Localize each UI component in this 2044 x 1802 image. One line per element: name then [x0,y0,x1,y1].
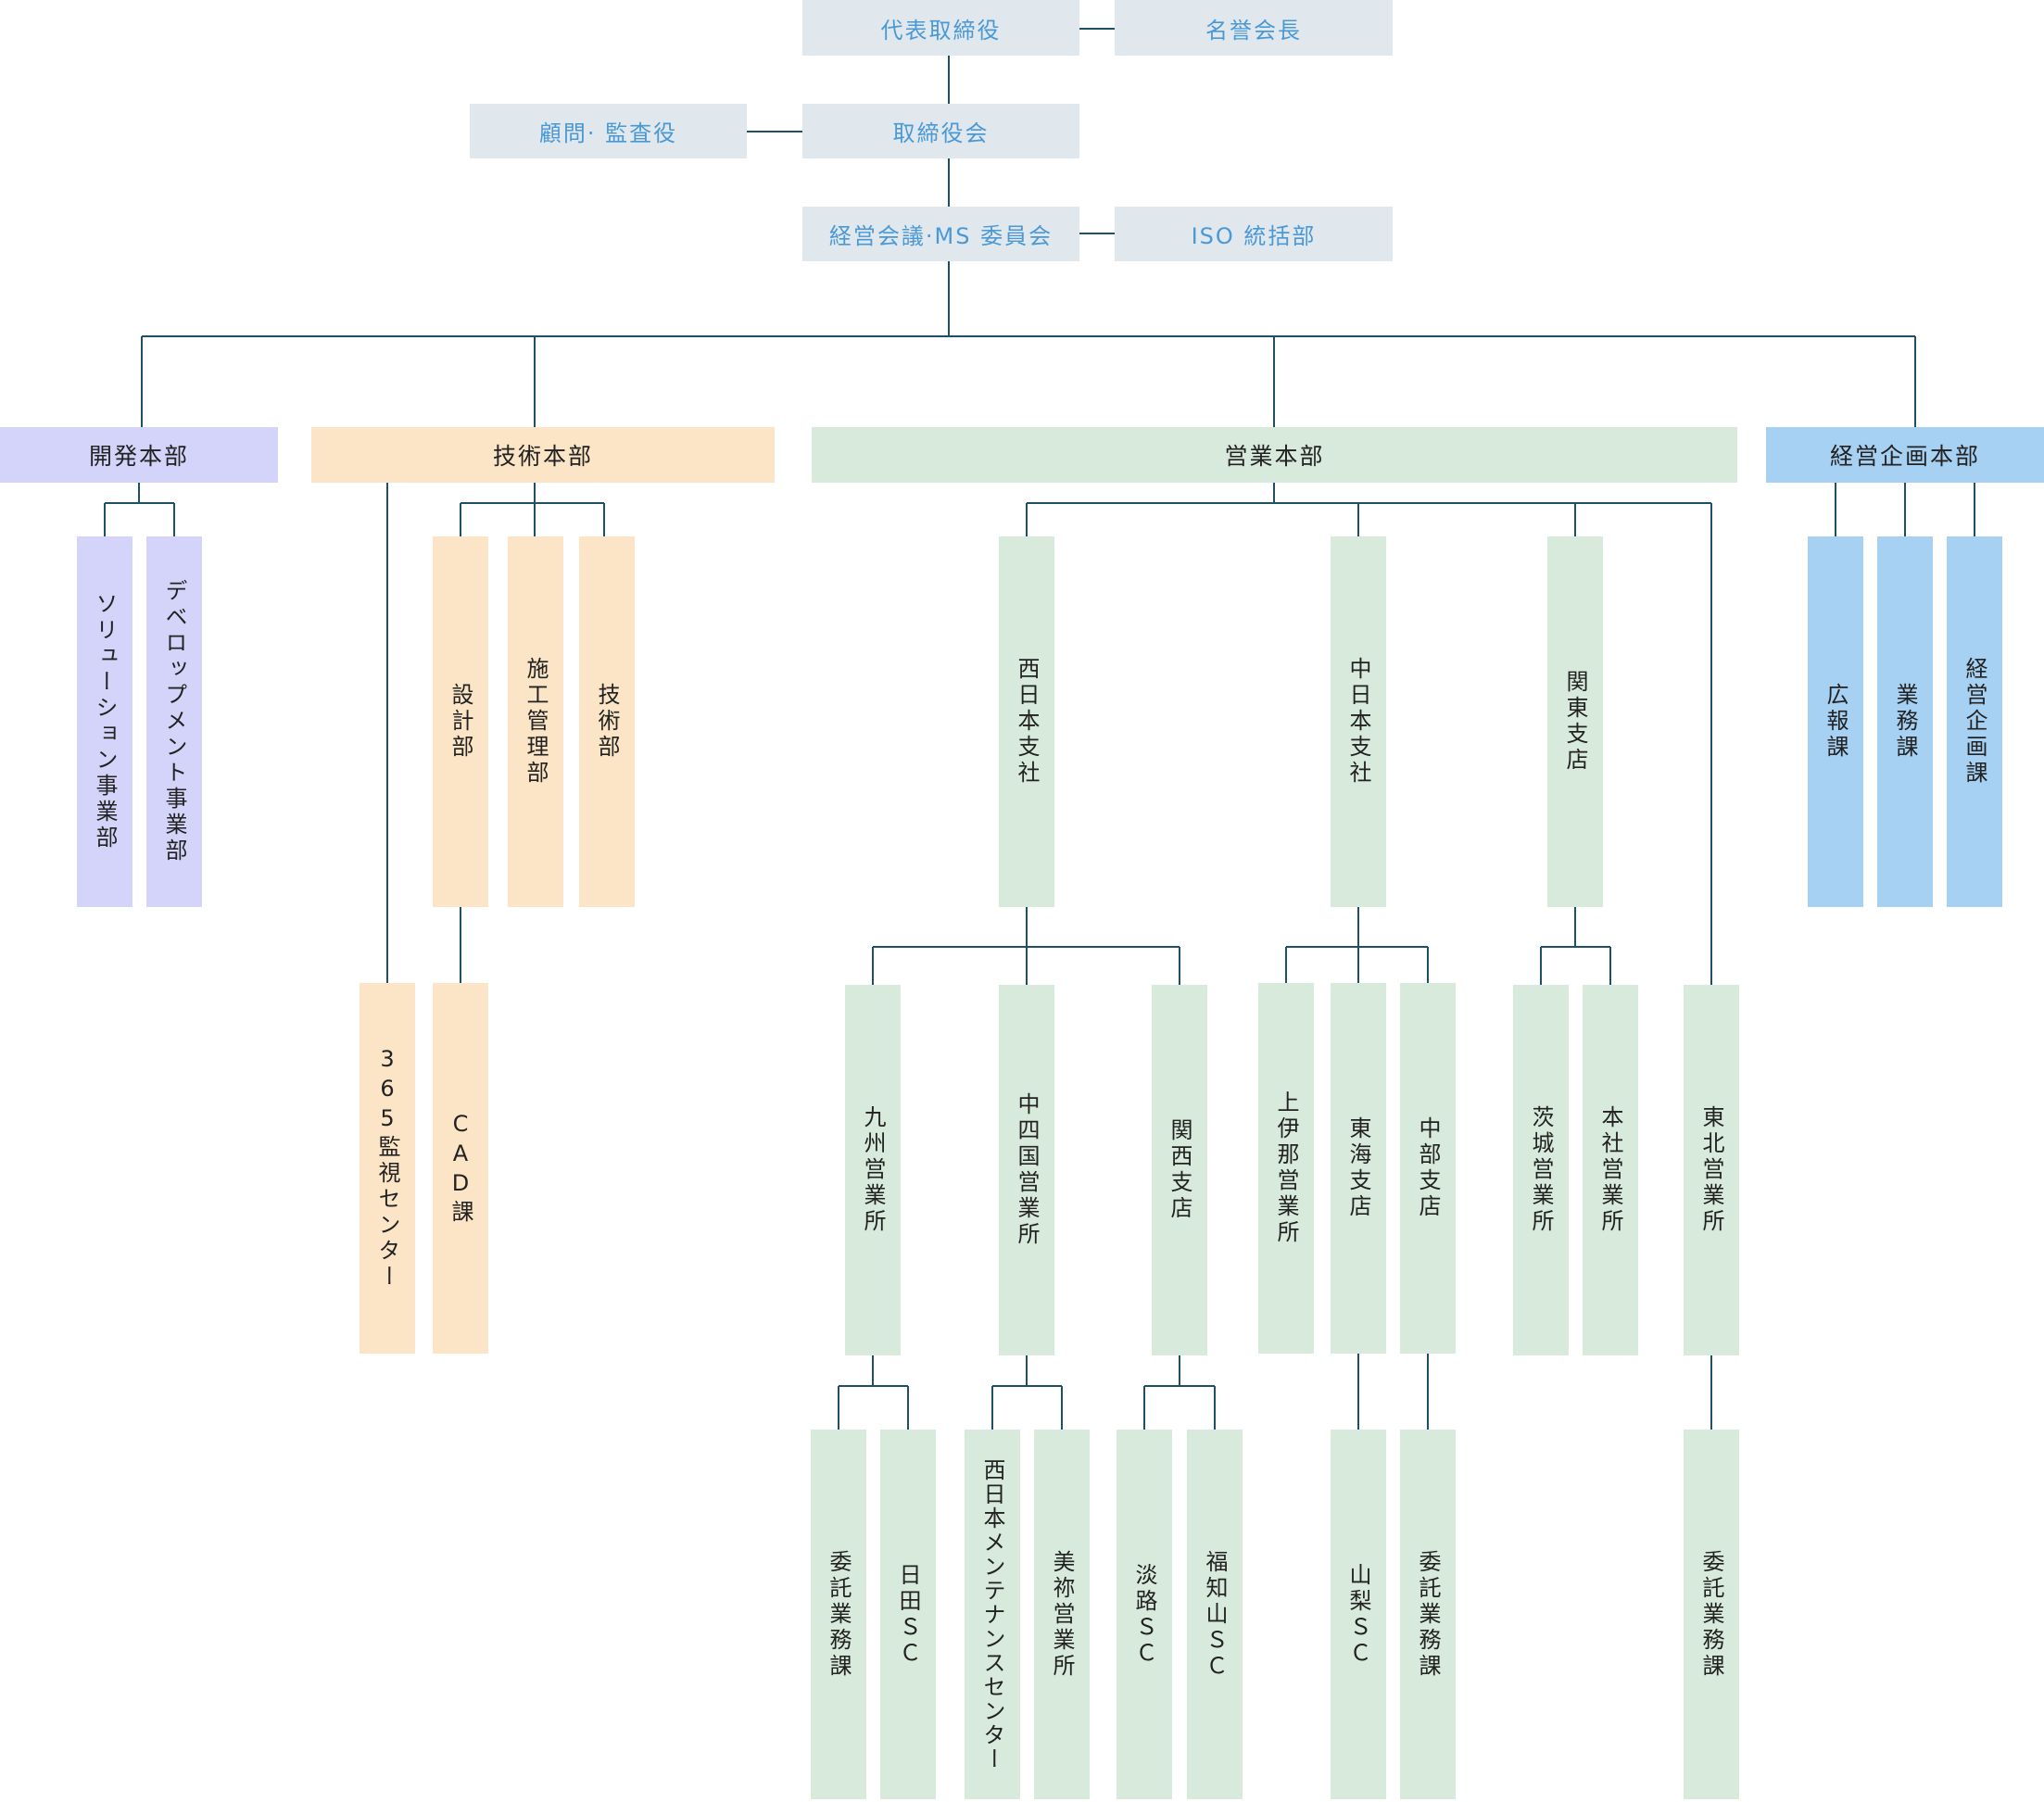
construction-management-dept: 施工管理部 [508,536,563,907]
yamanashi-sc: 山梨ＳＣ [1331,1430,1386,1799]
development-division: 開発本部 [0,427,278,483]
chubu-consignment-section: 委託業務課 [1400,1430,1456,1799]
head-office-sales: 本社営業所 [1583,985,1638,1355]
west-japan-branch: 西日本支社 [999,536,1054,907]
west-maintenance-center: 西日本メンテナンスセンター [965,1430,1020,1799]
board-box: 取締役会 [802,104,1079,158]
development-dept: デベロップメント事業部 [146,536,202,907]
pr-section: 広報課 [1808,536,1863,907]
advisor-auditor-box: 顧問· 監査役 [470,104,747,158]
ibaraki-office: 茨城営業所 [1513,985,1569,1355]
kyushu-office: 九州営業所 [845,985,901,1355]
sales-division: 営業本部 [812,427,1737,483]
tohoku-consignment-section: 委託業務課 [1684,1430,1739,1799]
mine-office: 美祢営業所 [1034,1430,1090,1799]
kansai-branch: 関西支店 [1152,985,1207,1355]
chubu-branch: 中部支店 [1400,983,1456,1354]
solution-dept: ソリューション事業部 [77,536,132,907]
management-council-box: 経営会議·MS 委員会 [802,207,1079,261]
awaji-sc: 淡路ＳＣ [1117,1430,1172,1799]
management-planning-division: 経営企画本部 [1766,427,2044,483]
kamiina-office: 上伊那営業所 [1258,983,1314,1354]
fukuchiyama-sc: 福知山ＳＣ [1187,1430,1243,1799]
iso-box: ISO 統括部 [1115,207,1393,261]
tokai-branch: 東海支店 [1331,983,1386,1354]
hita-sc: 日田ＳＣ [880,1430,936,1799]
monitoring-center: 365監視センター [360,983,415,1354]
technical-dept: 技術部 [579,536,635,907]
kyushu-consignment-section: 委託業務課 [811,1430,866,1799]
cad-section: CAD課 [433,983,488,1354]
tohoku-office: 東北営業所 [1684,985,1739,1355]
central-japan-branch: 中日本支社 [1331,536,1386,907]
management-planning-section: 経営企画課 [1947,536,2002,907]
operations-section: 業務課 [1877,536,1933,907]
ceo-box: 代表取締役 [802,0,1079,56]
technology-division: 技術本部 [311,427,775,483]
chushikoku-office: 中四国営業所 [999,985,1054,1355]
kanto-branch: 関東支店 [1547,536,1603,907]
design-dept: 設計部 [433,536,488,907]
honorary-chair-box: 名誉会長 [1115,0,1393,56]
